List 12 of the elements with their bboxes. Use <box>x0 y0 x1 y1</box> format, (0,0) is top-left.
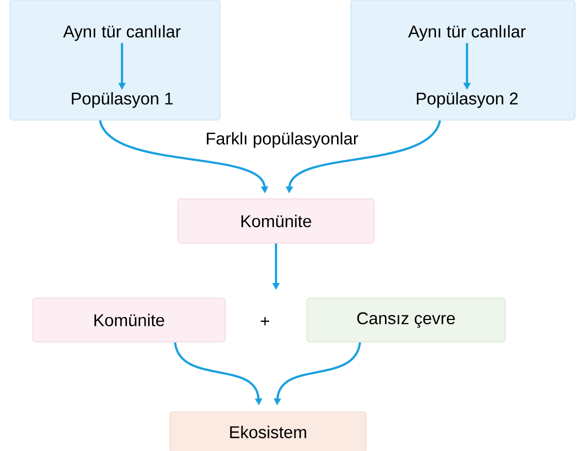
node-text: Popülasyon 1 <box>72 92 173 108</box>
caption-text: Farklı popülasyonlar <box>206 132 358 148</box>
process-box: Komünite <box>32 298 226 342</box>
node-text: Aynı tür canlılar <box>408 25 526 41</box>
plus-sign: + <box>260 317 270 326</box>
process-box: Cansız çevre <box>306 298 506 342</box>
node-text: Popülasyon 2 <box>416 92 518 108</box>
process-box: Ekosistem <box>170 412 366 451</box>
process-box: Komünite <box>178 198 374 244</box>
group-box <box>350 0 576 120</box>
group-box <box>10 0 220 120</box>
node-text: Aynı tür canlılar <box>63 25 181 41</box>
